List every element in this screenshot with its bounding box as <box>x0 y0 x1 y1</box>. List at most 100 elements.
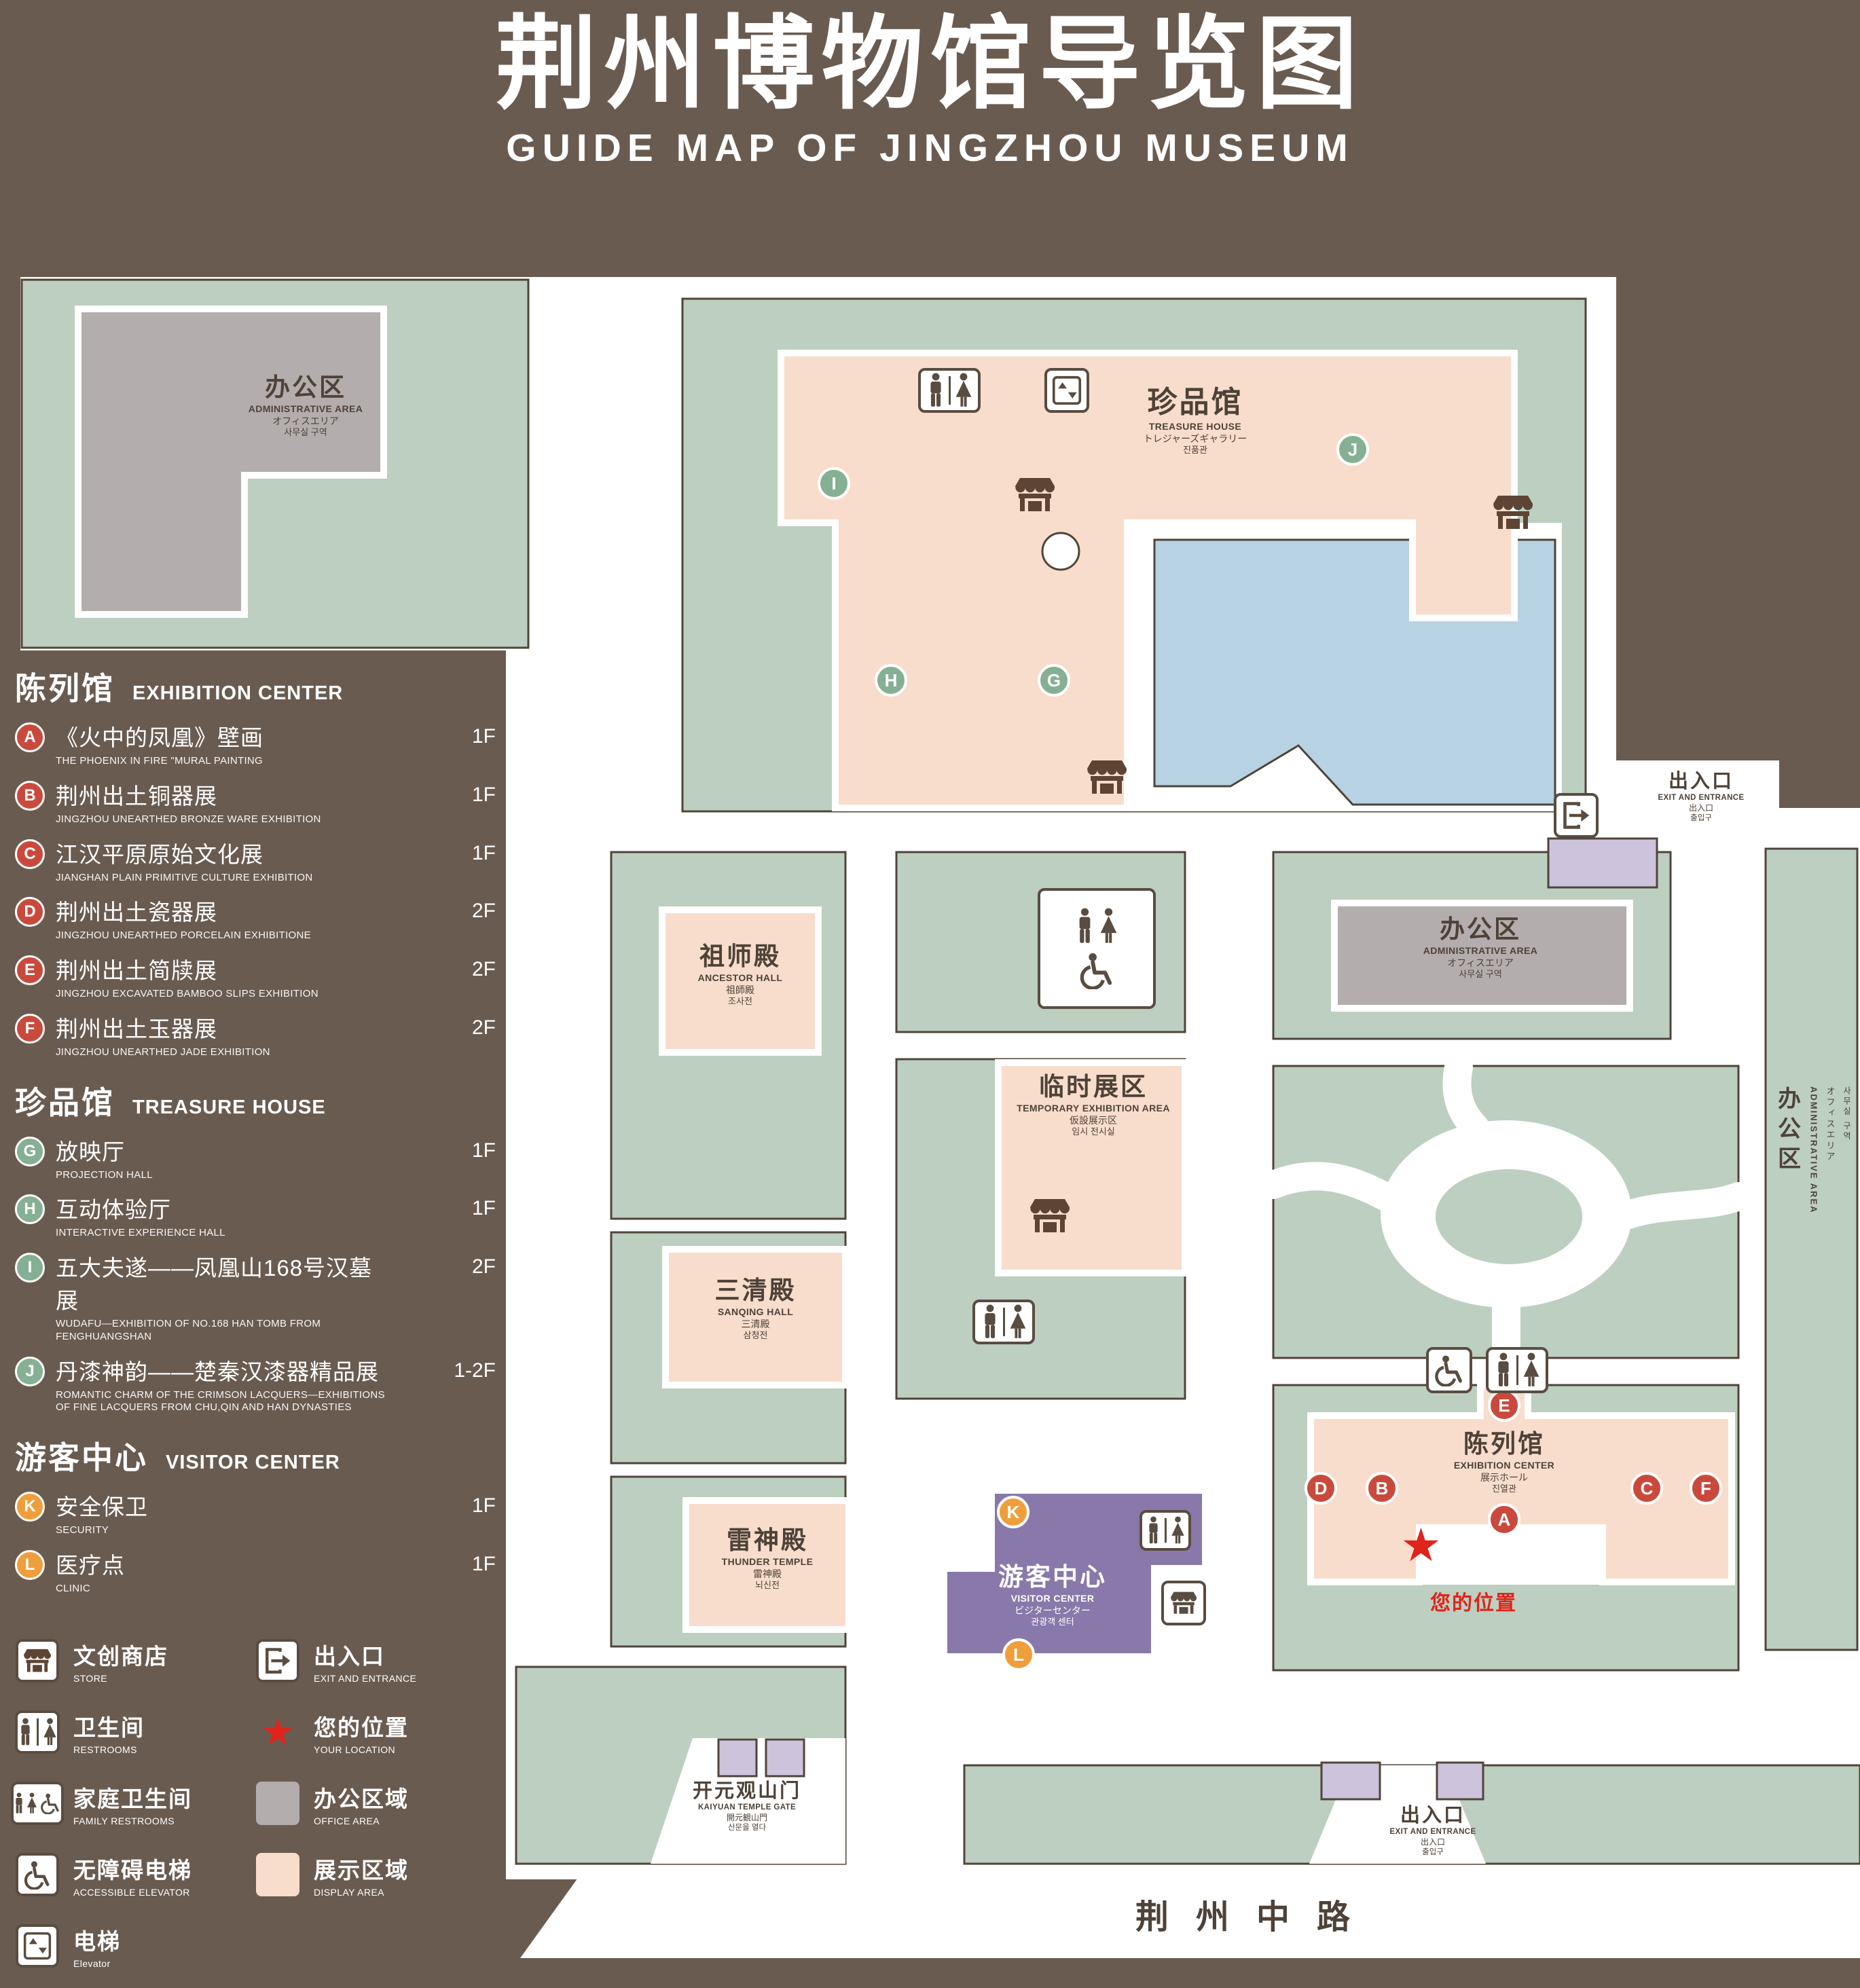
marker-badge-g: G <box>15 1136 45 1166</box>
marker-badge-b: B <box>15 780 45 811</box>
store-icon <box>1013 475 1057 518</box>
floor-label: 1F <box>471 725 496 748</box>
elevator-icon <box>1044 368 1089 413</box>
floor-label: 1F <box>471 1494 496 1517</box>
marker-badge-e: E <box>15 955 45 985</box>
man-icon <box>1076 908 1094 944</box>
marker-badge-l: L <box>15 1549 45 1580</box>
marker-badge-f: F <box>15 1013 45 1044</box>
floor-label: 2F <box>471 1255 496 1278</box>
exit-icon <box>1554 793 1599 838</box>
ancestor-hall-building <box>659 906 822 1056</box>
admin-area-label-east: 办公区 ADMINISTRATIVE AREA オフィスエリア 사무실 구역 <box>1774 1086 1852 1214</box>
marker-badge-j: J <box>15 1356 45 1386</box>
store-icon <box>1491 493 1535 536</box>
section-header-exhibition-center: 陈列馆 EXHIBITION CENTER <box>15 671 344 706</box>
family-restroom-icon <box>11 1782 64 1825</box>
ancestor-hall-label: 祖师殿 ANCESTOR HALL 祖師殿 조사전 <box>697 942 783 1006</box>
map-marker-j: J <box>1336 433 1369 466</box>
map-marker-f: F <box>1690 1472 1722 1505</box>
thunder-temple-label: 雷神殿 THUNDER TEMPLE 雷神殿 뇌신전 <box>721 1526 814 1590</box>
garden-island <box>1436 1169 1582 1264</box>
map-marker-a: A <box>1488 1503 1520 1536</box>
treasure-house-building <box>778 350 1518 811</box>
floor-label: 1F <box>471 1197 496 1220</box>
road-name-label: 荆州中路 <box>1135 1899 1377 1936</box>
sanqing-hall-building <box>662 1246 849 1388</box>
marker-badge-d: D <box>15 897 45 927</box>
admin-building-northwest <box>75 306 387 618</box>
restrooms-icon <box>918 368 981 413</box>
office-area-swatch <box>256 1782 299 1825</box>
admin-building-central <box>1331 900 1633 1012</box>
map-marker-h: H <box>875 664 907 697</box>
map-marker-d: D <box>1305 1472 1337 1505</box>
temporary-exhibition-building <box>995 1059 1188 1276</box>
section-header-treasure-house: 珍品馆 TREASURE HOUSE <box>15 1084 326 1120</box>
your-location-star-icon: ★ <box>260 1710 295 1753</box>
map-marker-c: C <box>1630 1472 1663 1505</box>
restrooms-icon <box>972 1300 1035 1344</box>
admin-area-label-central: 办公区 ADMINISTRATIVE AREA オフィスエリア 사무실 구역 <box>1423 915 1538 979</box>
sanqing-hall-label: 三清殿 SANQING HALL 三清殿 삼청전 <box>714 1276 797 1340</box>
exhibition-center-building <box>1307 1382 1735 1585</box>
temporary-exhibition-label: 临时展区 TEMPORARY EXHIBITION AREA 仮設展示区 임시 … <box>1017 1073 1170 1137</box>
floor-label: 1F <box>471 783 496 806</box>
treasure-house-label: 珍品馆 TREASURE HOUSE トレジャーズギャラリー 진품관 <box>1143 386 1247 455</box>
map-marker-b: B <box>1366 1472 1398 1505</box>
marker-badge-i: I <box>15 1253 45 1283</box>
floor-label: 1F <box>471 1552 496 1575</box>
map-marker-k: K <box>997 1496 1029 1528</box>
accessible-elevator-icon <box>1426 1347 1472 1393</box>
grounds-east-strip <box>1764 847 1859 1651</box>
restrooms-icon <box>15 1710 60 1754</box>
elevator-icon <box>16 1924 59 1968</box>
restrooms-icon <box>1486 1347 1548 1393</box>
floor-label: 1F <box>471 841 496 864</box>
kaiyuan-gate-label: 开元观山门 KAIYUAN TEMPLE GATE 開元観山門 산문을 열다 <box>692 1780 801 1832</box>
exhibition-center-label: 陈列馆 EXHIBITION CENTER 展示ホール 진열관 <box>1453 1430 1555 1494</box>
wheelchair-icon <box>1078 951 1116 989</box>
visitor-center-label: 游客中心 VISITOR CENTER ビジターセンター 관광객 센터 <box>998 1563 1107 1627</box>
your-location-star-icon: ★ <box>1400 1520 1442 1571</box>
marker-badge-c: C <box>15 839 45 869</box>
map-marker-l: L <box>1002 1638 1035 1671</box>
map-marker-e: E <box>1488 1389 1520 1422</box>
floor-label: 2F <box>471 900 496 923</box>
store-icon <box>1028 1196 1072 1239</box>
floor-label: 1-2F <box>454 1359 496 1382</box>
title-english: GUIDE MAP OF JINGZHOU MUSEUM <box>506 126 1354 170</box>
family-restroom-icon <box>1038 888 1156 1009</box>
woman-icon <box>1099 908 1118 944</box>
gate-structure-left <box>717 1738 758 1778</box>
woman-icon <box>955 373 972 408</box>
store-icon <box>1161 1581 1206 1625</box>
store-icon <box>16 1639 59 1682</box>
floor-label: 2F <box>471 958 496 980</box>
gate-structure-right <box>765 1738 805 1778</box>
south-exit-label: 出入口 EXIT AND ENTRANCE 出入口 출입구 <box>1389 1805 1476 1856</box>
admin-area-label-northwest: 办公区 ADMINISTRATIVE AREA オフィスエリア 사무실 구역 <box>248 373 363 437</box>
